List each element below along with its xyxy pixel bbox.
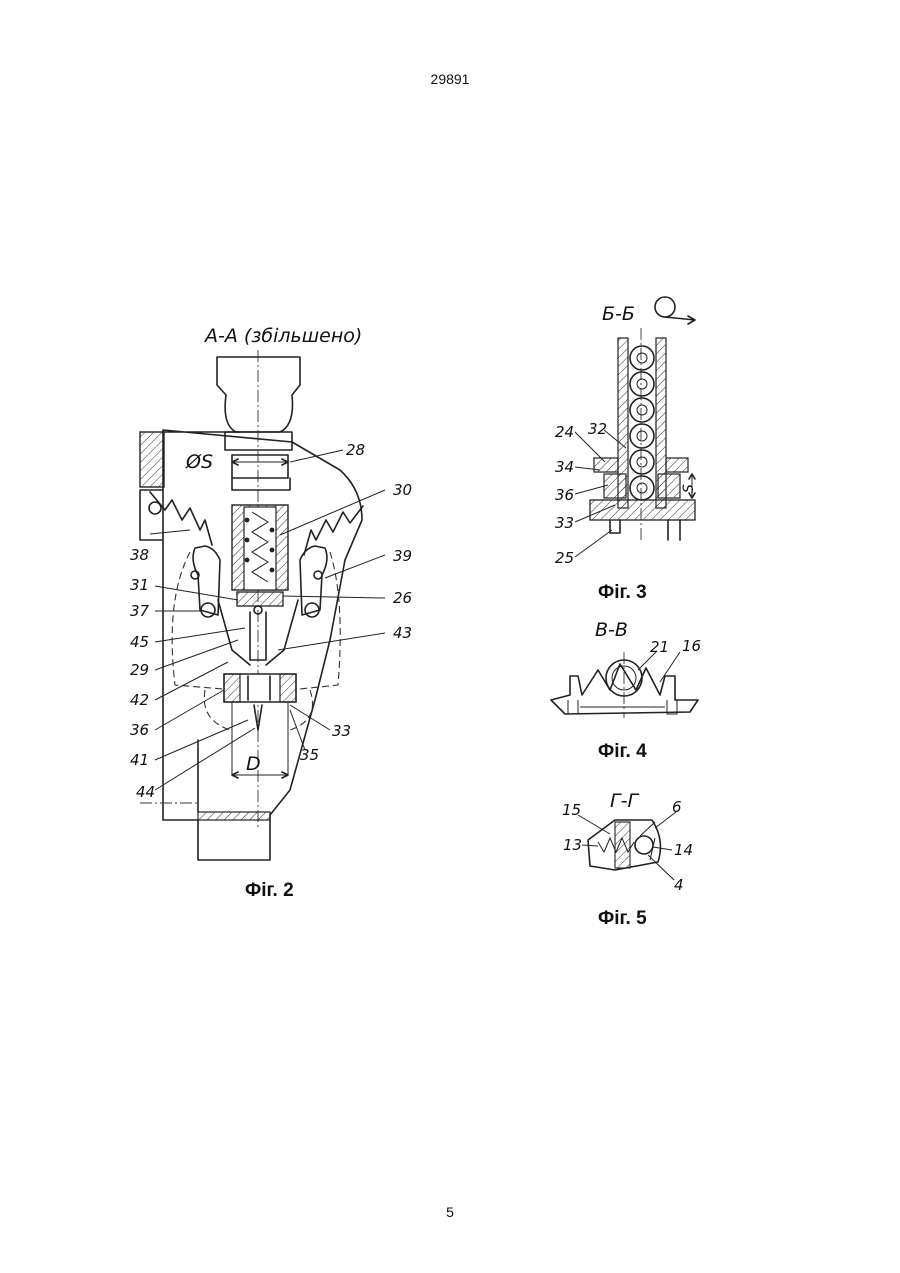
fig2-dim-d: D — [246, 753, 261, 775]
fig2-label-41: 41 — [130, 751, 149, 769]
fig4-label-21: 21 — [650, 638, 669, 656]
fig2-dim-s: ØS — [185, 451, 213, 473]
fig2-label-33: 33 — [332, 722, 351, 740]
fig2-label-35: 35 — [300, 746, 319, 764]
fig5-label-14: 14 — [674, 841, 693, 859]
fig3-label-34: 34 — [555, 458, 574, 476]
fig2-label-45: 45 — [130, 633, 149, 651]
fig3-section-title: Б-Б — [602, 303, 635, 325]
fig3-label-33: 33 — [555, 514, 574, 532]
fig2-label-28: 28 — [346, 441, 365, 459]
fig2-label-30: 30 — [393, 481, 412, 499]
fig2-label-31: 31 — [130, 576, 149, 594]
fig2-label-39: 39 — [393, 547, 412, 565]
fig2-label-29: 29 — [130, 661, 149, 679]
fig3-dim-s: S — [681, 484, 697, 493]
fig3-label-36: 36 — [555, 486, 574, 504]
fig2-label-42: 42 — [130, 691, 149, 709]
fig2-label-38: 38 — [130, 546, 149, 564]
fig5-caption: Фіг. 5 — [598, 908, 647, 929]
figure-4: В-В 21 16 Фіг. 4 — [551, 619, 701, 762]
fig5-label-15: 15 — [562, 801, 581, 819]
fig5-label-6: 6 — [672, 798, 682, 816]
fig5-section-title: Г-Г — [610, 790, 639, 812]
fig2-label-26: 26 — [393, 589, 412, 607]
fig2-section-title: А-А (збільшено) — [203, 325, 362, 347]
fig2-label-36: 36 — [130, 721, 149, 739]
fig3-balls — [630, 346, 654, 500]
fig3-label-25: 25 — [555, 549, 574, 567]
fig3-caption: Фіг. 3 — [598, 582, 647, 603]
fig4-section-title: В-В — [595, 619, 628, 641]
fig5-label-4: 4 — [674, 876, 684, 894]
fig2-label-37: 37 — [130, 602, 150, 620]
figure-5: Г-Г 15 6 13 14 4 Фіг. 5 — [562, 790, 693, 929]
fig5-label-13: 13 — [563, 836, 582, 854]
fig2-caption: Фіг. 2 — [245, 880, 294, 901]
fig2-label-44: 44 — [136, 783, 155, 801]
fig3-label-32: 32 — [588, 420, 607, 438]
fig3-label-24: 24 — [555, 423, 574, 441]
figure-2: А-А (збільшено) ØS — [130, 325, 412, 901]
fig4-label-16: 16 — [682, 637, 701, 655]
figure-3: Б-Б S 24 32 — [555, 297, 697, 603]
fig2-label-43: 43 — [393, 624, 412, 642]
fig4-caption: Фіг. 4 — [598, 741, 647, 762]
